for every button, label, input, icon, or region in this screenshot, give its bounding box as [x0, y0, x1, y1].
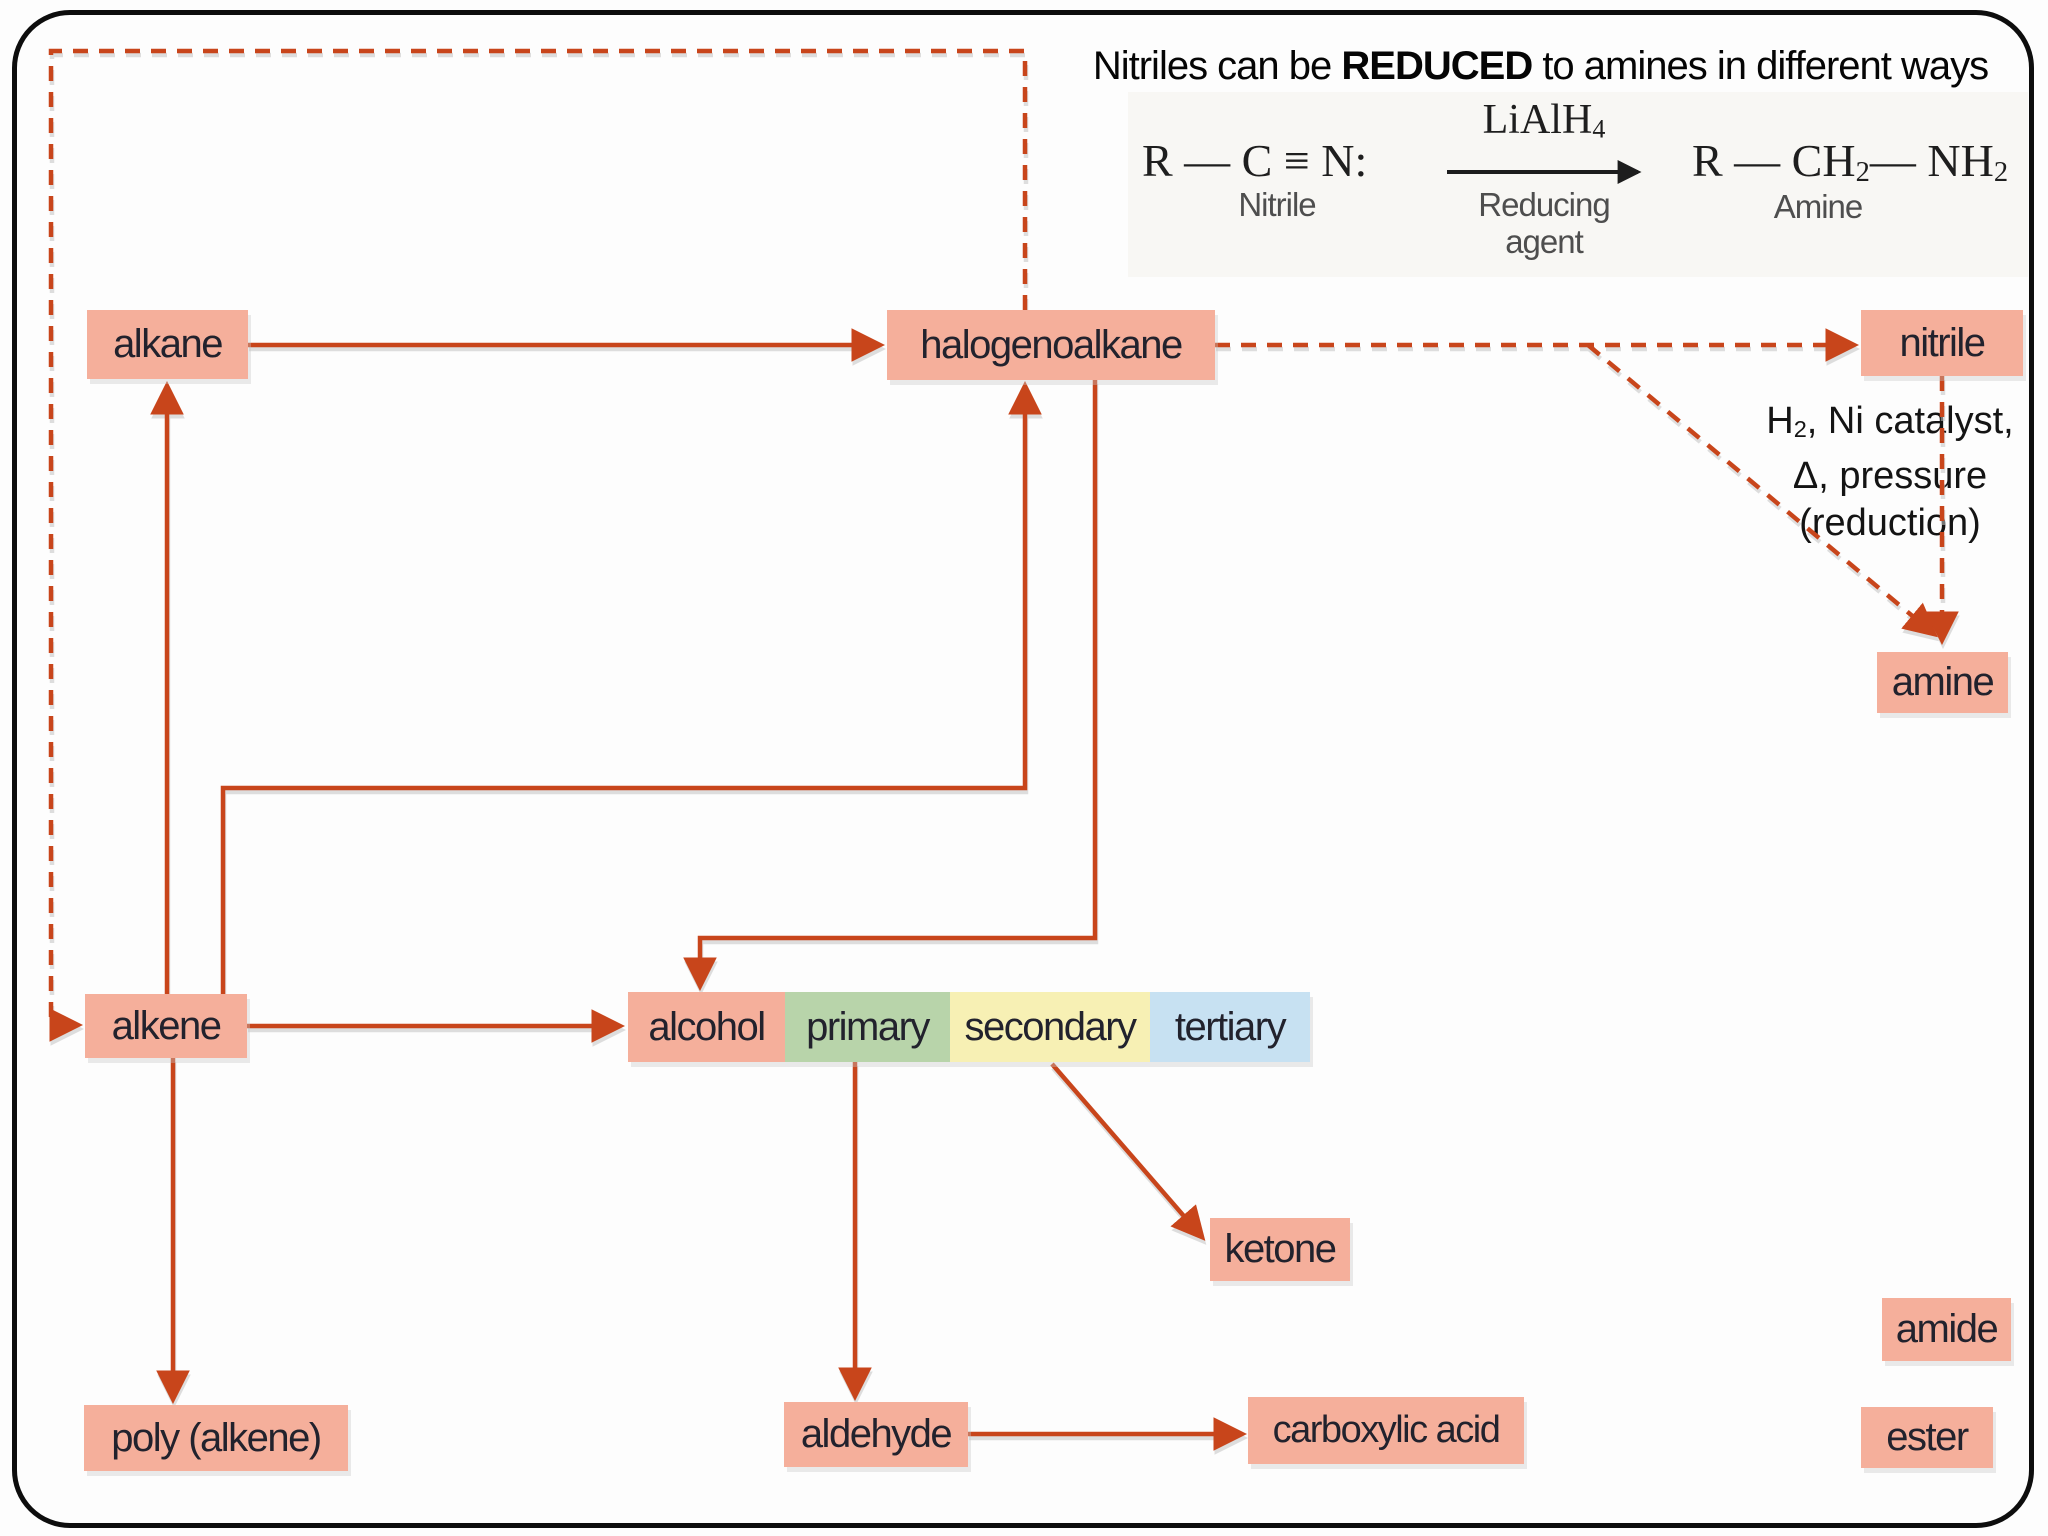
- node-alcohol-primary: primary: [785, 992, 950, 1062]
- equation-image-background: [1128, 92, 2028, 277]
- reducing-agent-label: Reducing agent: [1478, 186, 1610, 260]
- page-title: Nitriles can be REDUCED to amines in dif…: [1092, 44, 1989, 88]
- node-nitrile: nitrile: [1861, 310, 2023, 376]
- reducing-agent-formula: LiAlH4: [1482, 97, 1606, 144]
- node-alcohol: alcohol: [628, 992, 785, 1062]
- amine-formula-label: Amine: [1773, 188, 1864, 225]
- node-ester: ester: [1861, 1407, 1993, 1468]
- nitrile-formula: R — C ≡ N:: [1142, 135, 1368, 186]
- node-amide: amide: [1882, 1298, 2011, 1361]
- reduction-conditions-annotation: H2, Ni catalyst, Δ, pressure (reduction): [1766, 400, 2014, 545]
- edge-halogenoalkane-alkene-dashed: [48, 48, 1028, 1042]
- node-alkane: alkane: [87, 310, 248, 379]
- amine-formula: R — CH2— NH2: [1692, 135, 2009, 189]
- edge-alkene-halogenoalkane: [220, 380, 1042, 994]
- node-alkene: alkene: [85, 994, 247, 1058]
- node-carboxylic-acid: carboxylic acid: [1248, 1397, 1524, 1464]
- nitrile-formula-label: Nitrile: [1238, 186, 1316, 223]
- edge-secondary-ketone: [1050, 1062, 1206, 1241]
- node-aldehyde: aldehyde: [784, 1402, 968, 1467]
- title-bold-word: REDUCED: [1341, 44, 1533, 88]
- node-alcohol-tertiary: tertiary: [1150, 992, 1310, 1062]
- node-poly-alkene: poly (alkene): [84, 1405, 348, 1471]
- edge-halogenoalkane-amine-dashed: [1586, 343, 1938, 638]
- diagram-border: [12, 10, 2034, 1528]
- node-halogenoalkane: halogenoalkane: [887, 310, 1215, 380]
- node-ketone: ketone: [1210, 1218, 1350, 1281]
- edge-halogenoalkane-alcohol: [683, 380, 1098, 992]
- node-alcohol-secondary: secondary: [950, 992, 1150, 1062]
- node-amine: amine: [1877, 652, 2008, 713]
